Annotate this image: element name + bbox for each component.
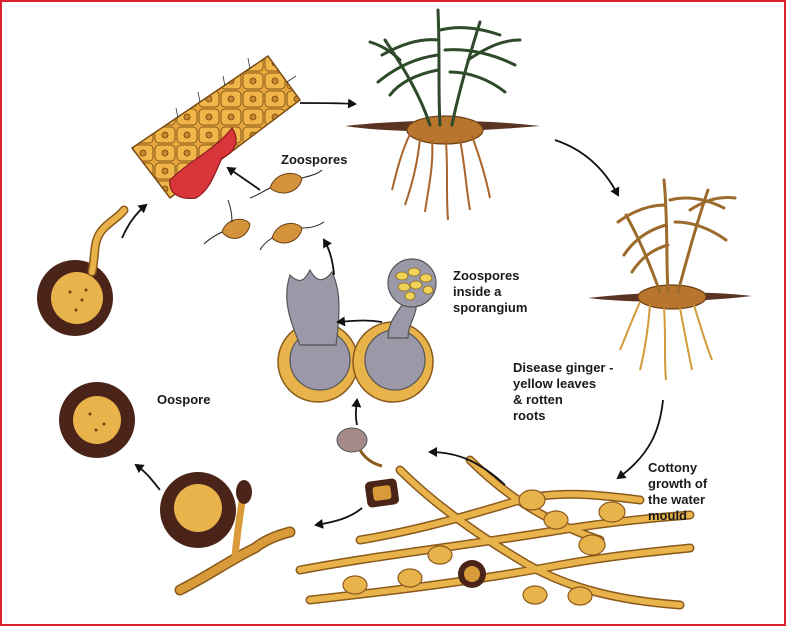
- curved-arrow-icon: [338, 321, 382, 323]
- cottony-mycelium: [300, 460, 690, 605]
- curved-arrow-icon: [316, 508, 362, 525]
- curved-arrow-icon: [356, 400, 357, 425]
- curved-arrow-icon: [228, 168, 260, 190]
- curved-arrow-icon: [555, 140, 618, 195]
- label-zoospores-sporangium: Zoospores inside a sporangium: [453, 268, 527, 316]
- label-disease-ginger: Disease ginger - yellow leaves & rotten …: [513, 360, 613, 424]
- label-zoospores: Zoospores: [281, 152, 347, 168]
- infected-root-tissue: [132, 56, 300, 198]
- germinating-oospore: [37, 210, 124, 336]
- curved-arrow-icon: [300, 103, 355, 104]
- curved-arrow-icon: [324, 240, 334, 275]
- label-cottony-growth: Cottony growth of the water mould: [648, 460, 707, 524]
- label-oospore: Oospore: [157, 392, 210, 408]
- curved-arrow-icon: [136, 465, 160, 490]
- oospore: [59, 382, 135, 458]
- diseased-ginger-plant: [588, 180, 752, 380]
- healthy-ginger-plant: [345, 10, 540, 220]
- oogonium-forming: [160, 472, 290, 590]
- sporangia: [278, 259, 436, 466]
- zoospores-free: [204, 170, 324, 250]
